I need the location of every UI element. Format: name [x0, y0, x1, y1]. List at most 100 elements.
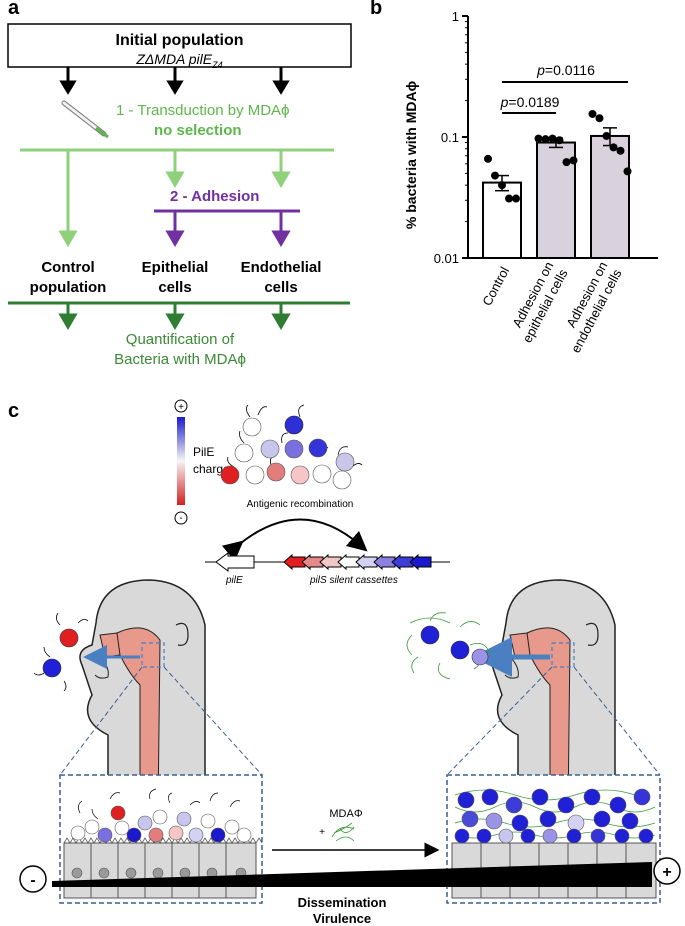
panel-c-diagram: + - PilE charge Antigenic recombination	[19, 399, 681, 926]
bacterium	[633, 788, 651, 806]
bacterium	[220, 465, 240, 485]
step1-label: 1 - Transduction by MDAϕ	[116, 102, 290, 119]
scale-minus-circle	[19, 865, 47, 893]
col2-line2: cells	[158, 279, 192, 296]
bacterium	[245, 465, 265, 485]
data-point	[484, 154, 492, 163]
bacterium	[621, 812, 639, 830]
bar	[590, 134, 630, 259]
col2-label: Epithelial cells	[125, 258, 225, 298]
panel-a-letter: a	[8, 0, 20, 19]
gene-pile	[215, 552, 255, 572]
bacterium	[242, 417, 262, 437]
data-point	[595, 114, 604, 123]
data-point	[505, 194, 513, 203]
box-title: Initial population	[115, 32, 244, 49]
significance-brackets: p=0.0189 p=0.0116	[500, 62, 628, 114]
bacterium	[200, 813, 216, 829]
bacterium	[188, 827, 204, 843]
gene-pile-label: pilE	[225, 575, 243, 586]
data-point	[562, 158, 571, 167]
bacterium	[567, 814, 585, 832]
legend-plus-circle	[174, 399, 188, 413]
zoom-lines	[59, 666, 661, 776]
data-point	[548, 134, 557, 143]
pvalue-1: p=0.0189	[500, 94, 560, 110]
bacterium	[110, 805, 126, 821]
data-point	[623, 167, 632, 176]
virulence-label: Virulence	[313, 911, 371, 926]
bacterium	[583, 788, 601, 806]
data-point	[491, 171, 499, 180]
data-point	[569, 156, 578, 165]
legend-label2: charge	[193, 462, 230, 476]
mda-label: MDAΦ	[329, 808, 362, 820]
pvalue-2-val: =0.0116	[545, 62, 595, 78]
recombination-arrow	[221, 518, 368, 562]
mda-plus: +	[319, 827, 325, 838]
bacterium	[450, 640, 470, 660]
data-point	[498, 181, 506, 190]
pvalue-1-val: =0.0189	[508, 94, 559, 110]
data-point	[609, 143, 618, 152]
gene-locus	[205, 552, 450, 572]
bacterium	[59, 628, 79, 648]
bacterium	[531, 788, 549, 806]
col1-label: Control population	[18, 258, 118, 298]
bacterium	[260, 439, 280, 459]
scale-plus-circle	[653, 857, 681, 885]
bacterium	[485, 812, 503, 830]
bacterium	[457, 791, 475, 809]
bacterium	[332, 470, 352, 490]
black-arrows	[59, 67, 290, 95]
bacterium	[284, 415, 304, 435]
x-tick-label: Adhesion onepithelial cells	[505, 259, 571, 345]
col2-line1: Epithelial	[141, 259, 209, 276]
data-point	[602, 131, 611, 140]
col1-line2: population	[29, 279, 107, 296]
bar	[482, 181, 522, 259]
gene-cassette	[283, 553, 306, 571]
step2-label: 2 - Adhesion	[170, 188, 260, 205]
scale-plus: +	[662, 864, 671, 881]
expelled-bacteria-right	[406, 612, 491, 680]
bacterium	[284, 439, 304, 459]
bacterium	[542, 828, 558, 844]
bacterium	[236, 827, 252, 843]
expelled-bacteria-left	[33, 612, 89, 692]
gene-cassette	[373, 553, 396, 571]
quantification-label: Quantification of Bacteria with MDAϕ	[80, 330, 280, 370]
bacterium	[97, 827, 113, 843]
data-point	[541, 135, 550, 144]
bacterium	[210, 827, 226, 843]
col3-line1: Endothelial	[240, 259, 322, 276]
gene-cassette	[355, 553, 378, 571]
bacterium	[454, 828, 470, 844]
panel-a-diagram	[7, 23, 352, 330]
bacterium	[471, 648, 489, 666]
bacterium	[114, 820, 130, 836]
scale-minus: -	[30, 872, 35, 889]
bacterium	[70, 825, 86, 841]
initial-population-box	[7, 23, 352, 68]
dark-green-arrows	[58, 303, 291, 330]
bacterium	[505, 796, 523, 814]
phage-icon	[331, 822, 355, 842]
legend-plus: +	[178, 402, 184, 413]
bacterium	[335, 452, 355, 472]
bacterium	[566, 828, 582, 844]
quant-line2: Bacteria with MDAϕ	[114, 351, 246, 368]
quant-line1: Quantification of	[125, 331, 235, 348]
bacterium	[498, 828, 514, 844]
box-subtitle-text: ZΔMDA pilE	[136, 51, 213, 67]
bacterium	[420, 625, 440, 645]
legend-minus-circle	[174, 511, 188, 525]
bacterium	[176, 811, 192, 827]
bar-chart: % bacteria with MDAϕ 0.010.11 p=0.0189 p…	[403, 9, 658, 355]
bacterium	[290, 465, 310, 485]
charge-gradient	[177, 417, 185, 505]
data-point	[616, 146, 625, 155]
bacterium	[42, 658, 62, 678]
bacterium	[539, 810, 557, 828]
chart-ylabel: % bacteria with MDAϕ	[403, 81, 419, 229]
